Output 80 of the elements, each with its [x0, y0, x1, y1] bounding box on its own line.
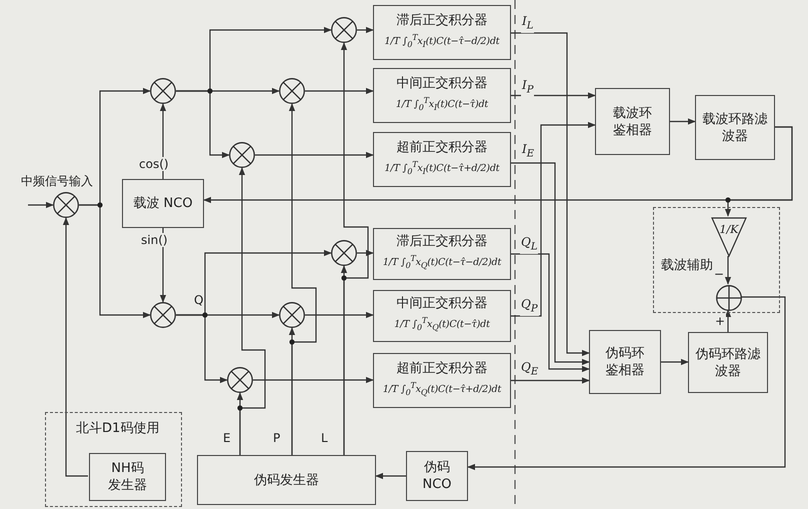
group-title: 载波辅助: [661, 257, 713, 274]
process-box: 载波环路滤波器: [695, 95, 775, 160]
arrow: [511, 162, 590, 366]
arrow: [176, 314, 228, 384]
process-box: NH码发生器: [89, 453, 166, 501]
arrow: [724, 256, 732, 285]
arrow: [305, 312, 374, 318]
block-title: 滞后正交积分器: [396, 12, 488, 29]
edge-label: I$_{L}$: [521, 14, 534, 34]
edge-label: Q$_{P}$: [520, 297, 539, 316]
multiplier-symbol: [229, 142, 255, 168]
arrow: [238, 167, 266, 455]
arrow: [661, 358, 689, 366]
edge-label: cos(): [138, 157, 170, 171]
block-title: 中间正交积分器: [396, 295, 488, 312]
multiplier-symbol: [150, 302, 176, 328]
multiplier-symbol: [331, 240, 357, 266]
formula: 1/T ∫$_{0}$$^{T}$x$_{I}$(t)C(t−τ̂−d/2)dt: [384, 32, 500, 52]
arrow: [511, 122, 596, 317]
multiplier-symbol: [227, 367, 253, 393]
integrator-box: [373, 132, 511, 187]
integrator-box: [373, 228, 511, 280]
edge-label: I$_{P}$: [521, 78, 534, 98]
arrow: [62, 217, 88, 477]
arrow: [511, 253, 590, 372]
edge-label: Q$_{L}$: [520, 235, 538, 254]
process-box: 伪码 NCO: [406, 451, 468, 501]
edge-label: sin(): [140, 233, 169, 247]
integrator-box: [373, 5, 511, 60]
arrow: [255, 152, 374, 158]
formula: 1/T ∫$_{0}$$^{T}$x$_{Q}$(t)C(t−τ̂+d/2)dt: [382, 380, 502, 400]
formula: 1/T ∫$_{0}$$^{T}$x$_{I}$(t)C(t−τ̂+d/2)dt: [384, 158, 500, 178]
formula: 1/T ∫$_{0}$$^{T}$x$_{I}$(t)C(t−τ̂)dt: [396, 94, 488, 114]
multiplier-symbol: [53, 192, 79, 218]
gain-triangle: 1/K: [711, 217, 747, 257]
dashed-frame: [45, 412, 182, 507]
edge-label: +: [714, 314, 726, 328]
arrow: [253, 376, 374, 384]
arrow: [670, 118, 696, 125]
process-box: 伪码发生器: [197, 455, 376, 505]
arrow: [357, 250, 374, 256]
signal-label: Q: [193, 293, 204, 307]
arrow: [511, 92, 596, 99]
block-title: 滞后正交积分器: [396, 233, 488, 250]
block-title: 超前正交积分器: [396, 360, 488, 377]
edge-label: L: [320, 431, 329, 445]
multiplier-symbol: [150, 78, 176, 104]
arrow: [288, 103, 317, 455]
block-title: 中间正交积分器: [396, 74, 488, 92]
process-box: 载波环鉴相器: [595, 88, 670, 155]
process-box: 伪码环鉴相器: [589, 330, 661, 394]
formula: 1/T ∫$_{0}$$^{T}$x$_{Q}$(t)C(t−τ̂−d/2)dt: [382, 253, 502, 273]
integrator-box: [373, 290, 511, 342]
multiplier-symbol: [331, 17, 357, 43]
multiplier-symbol: [279, 78, 305, 104]
adder-symbol: [716, 285, 742, 311]
integrator-box: [373, 68, 511, 123]
arrow: [340, 42, 369, 455]
integrator-box: [373, 353, 511, 408]
arrow: [724, 309, 732, 332]
edge-label: E: [222, 431, 232, 445]
process-box: 载波 NCO: [122, 179, 204, 228]
arrow: [511, 32, 590, 356]
block-title: 超前正交积分器: [396, 138, 488, 156]
arrow: [511, 377, 590, 384]
arrow: [79, 204, 151, 318]
arrow: [357, 26, 374, 34]
dashed-frame: [653, 207, 780, 313]
edge-label: P: [272, 431, 282, 445]
group-title: 北斗D1码使用: [76, 420, 160, 437]
multiplier-symbol: [279, 302, 305, 328]
arrow: [724, 126, 793, 217]
arrow: [28, 202, 54, 208]
formula: 1/T ∫$_{0}$$^{T}$x$_{Q}$(t)C(t−τ̂)dt: [394, 315, 490, 335]
edge-label: 中频信号输入: [20, 174, 94, 188]
arrow: [467, 296, 786, 470]
arrow: [375, 472, 406, 480]
arrow: [305, 88, 374, 94]
process-box: 伪码环路滤波器: [688, 332, 768, 393]
arrow: [176, 90, 230, 158]
